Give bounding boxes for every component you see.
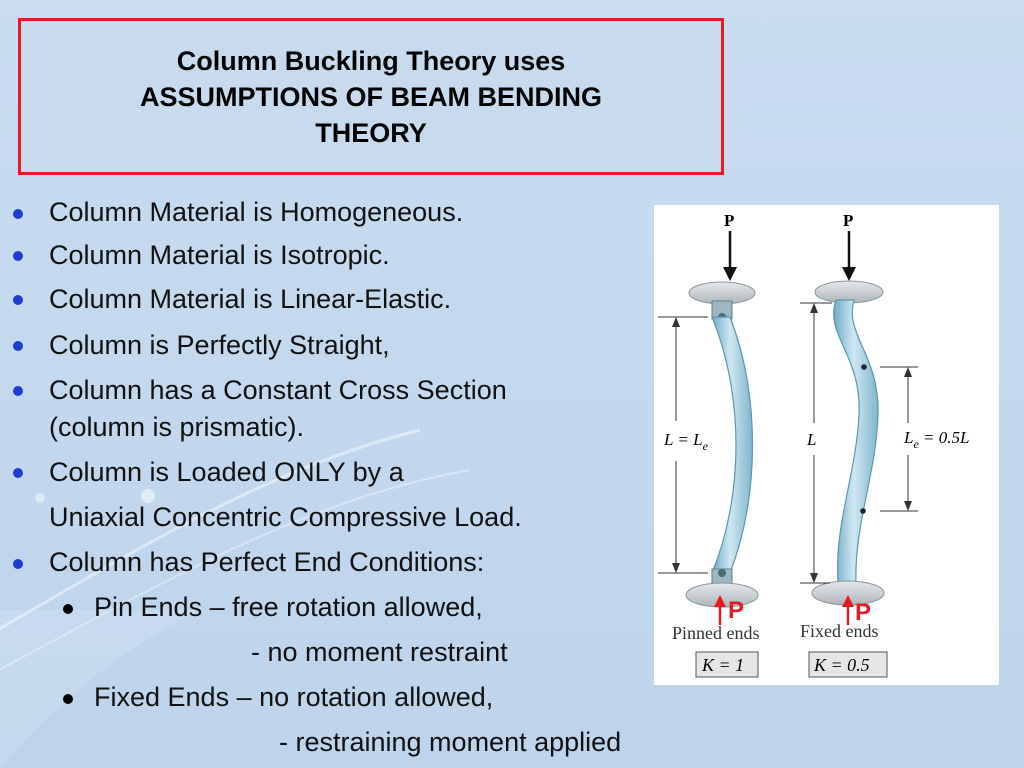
- title-line-2: ASSUMPTIONS OF BEAM BENDING: [139, 81, 603, 112]
- bullet-dot: [13, 209, 23, 219]
- k-value-fixed: K = 0.5: [813, 655, 870, 675]
- bullet-isotropic: Column Material is Isotropic.: [49, 240, 390, 270]
- bullet-dot: [13, 468, 23, 478]
- k-value-pinned: K = 1: [701, 655, 744, 675]
- pinned-column: P L = Le Pinned ends K = 1: [658, 211, 760, 678]
- bullet-dot: [13, 251, 23, 261]
- bullet-uniaxial-load: Uniaxial Concentric Compressive Load.: [49, 502, 522, 532]
- slide-title: Column Buckling Theory uses ASSUMPTIONS …: [140, 43, 602, 151]
- buckling-figure: P L = Le Pinned ends K = 1: [654, 205, 999, 685]
- length-label-right: L: [806, 430, 816, 449]
- sub-item-fixed-ends: Fixed Ends – no rotation allowed,: [94, 682, 494, 712]
- bullet-prismatic: (column is prismatic).: [49, 412, 305, 442]
- column-diagram: P L = Le Pinned ends K = 1: [658, 211, 969, 678]
- bullet-dot: [13, 559, 23, 569]
- reaction-label-left: P: [728, 597, 745, 624]
- length-label-left: L = Le: [663, 430, 709, 453]
- sub-bullet-dot: [63, 694, 73, 704]
- sub-bullet-dot: [63, 604, 73, 614]
- title-box: Column Buckling Theory uses ASSUMPTIONS …: [18, 18, 724, 175]
- bullet-linear-elastic: Column Material is Linear-Elastic.: [49, 284, 452, 314]
- title-line-1: Column Buckling Theory uses: [176, 45, 566, 76]
- reaction-label-right: P: [855, 599, 872, 626]
- bullet-dot: [13, 341, 23, 351]
- eff-length-label-right: Le = 0.5L: [903, 428, 969, 451]
- bullet-loaded-only: Column is Loaded ONLY by a: [49, 457, 404, 487]
- bullet-straight: Column is Perfectly Straight,: [49, 330, 390, 360]
- bullet-dot: [13, 386, 23, 396]
- bullet-dot: [13, 295, 23, 305]
- bullet-end-conditions: Column has Perfect End Conditions:: [49, 547, 485, 577]
- bullet-cross-section: Column has a Constant Cross Section: [49, 375, 507, 405]
- reaction-arrows: [714, 595, 854, 625]
- title-line-3: THEORY: [315, 117, 427, 148]
- sub-item-restraining-moment: - restraining moment applied: [279, 727, 622, 757]
- fixed-column: P L Le = 0.5L Fixed ends K =: [800, 211, 969, 678]
- load-label-left: P: [724, 211, 734, 230]
- caption-fixed-ends: Fixed ends: [800, 621, 879, 641]
- sub-item-no-moment: - no moment restraint: [251, 637, 508, 667]
- bullet-homogeneous: Column Material is Homogeneous.: [49, 197, 464, 227]
- sub-item-pin-ends: Pin Ends – free rotation allowed,: [94, 592, 483, 622]
- load-label-right: P: [843, 211, 853, 230]
- caption-pinned-ends: Pinned ends: [672, 623, 760, 643]
